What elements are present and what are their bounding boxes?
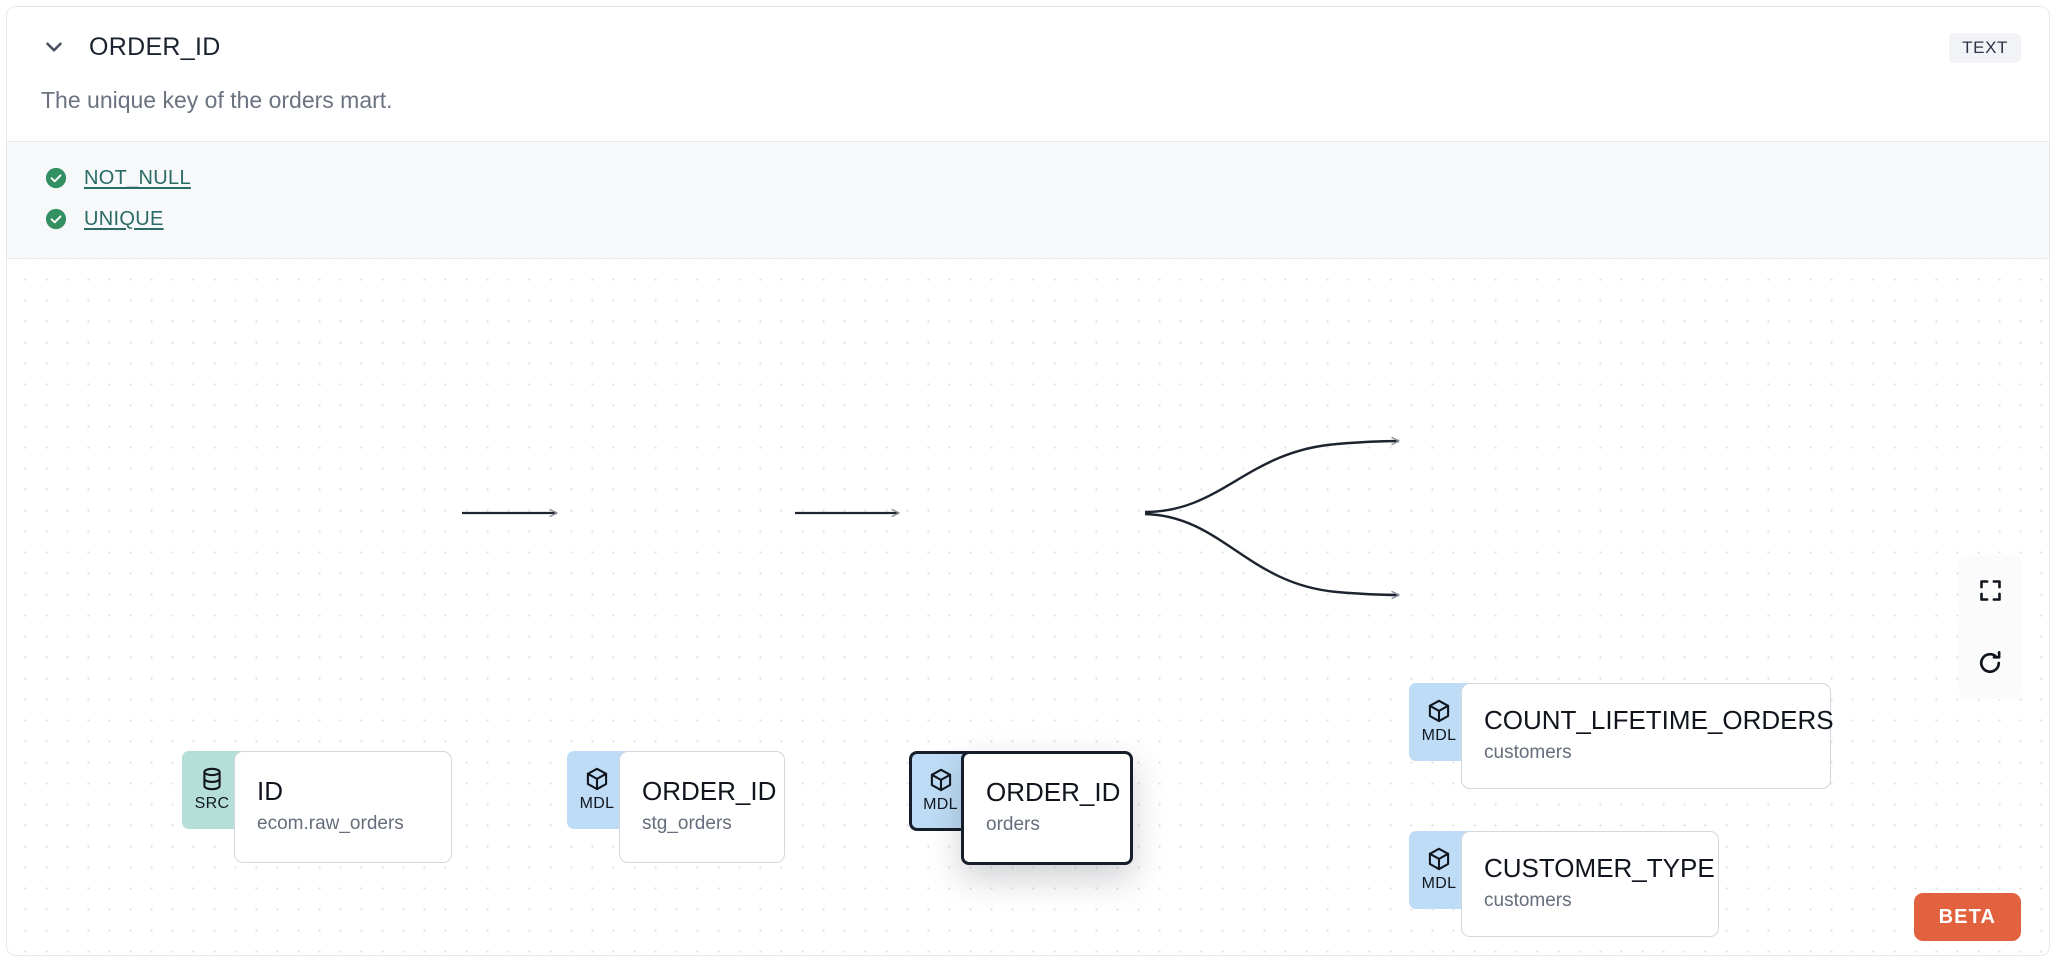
- node-column-name: ORDER_ID: [986, 776, 1121, 807]
- lineage-node-count-lifetime-orders[interactable]: MDL COUNT_LIFETIME_ORDERS customers: [1409, 682, 1834, 789]
- tests-section: NOT_NULL UNIQUE: [7, 140, 2049, 259]
- column-detail-card: ORDER_ID TEXT The unique key of the orde…: [6, 6, 2050, 956]
- node-body: CUSTOMER_TYPE customers: [1461, 830, 1719, 937]
- node-type-badge-mdl: MDL: [567, 750, 627, 829]
- chevron-down-icon[interactable]: [37, 30, 71, 64]
- column-type-badge: TEXT: [1949, 33, 2021, 63]
- fit-view-button[interactable]: [1959, 555, 2021, 627]
- column-description: The unique key of the orders mart.: [41, 87, 393, 113]
- node-source-name: stg_orders: [642, 812, 732, 834]
- node-body: COUNT_LIFETIME_ORDERS customers: [1461, 682, 1834, 789]
- refresh-icon: [1979, 650, 2001, 673]
- node-type-badge-mdl: MDL: [1409, 830, 1469, 909]
- node-source-name: customers: [1484, 889, 1572, 911]
- edge-orders-count: [1144, 436, 1400, 513]
- node-source-name: orders: [986, 813, 1040, 835]
- fullscreen-icon: [1979, 580, 2001, 601]
- node-column-name: ID: [257, 775, 283, 806]
- node-column-name: ORDER_ID: [642, 775, 777, 806]
- cube-icon: [1428, 699, 1450, 723]
- node-type-badge-mdl: MDL: [1409, 682, 1469, 761]
- test-link-unique[interactable]: UNIQUE: [84, 207, 164, 230]
- node-body: ID ecom.raw_orders: [234, 750, 452, 863]
- lineage-node-customer-type[interactable]: MDL CUSTOMER_TYPE customers: [1409, 830, 1719, 937]
- test-row: NOT_NULL: [7, 158, 2049, 199]
- lineage-node-stg-orders[interactable]: MDL ORDER_ID stg_orders: [567, 750, 785, 863]
- node-source-name: customers: [1484, 741, 1572, 763]
- card-header: ORDER_ID TEXT: [7, 7, 2049, 87]
- cube-icon: [1428, 847, 1450, 871]
- node-badge-label: MDL: [1421, 875, 1457, 893]
- node-badge-label: MDL: [1421, 727, 1457, 745]
- test-link-not-null[interactable]: NOT_NULL: [84, 166, 191, 189]
- node-type-badge-mdl: MDL: [909, 750, 969, 831]
- node-badge-label: MDL: [579, 795, 615, 813]
- node-badge-label: SRC: [194, 795, 230, 813]
- node-badge-label: MDL: [923, 796, 958, 814]
- node-body: ORDER_ID orders: [961, 750, 1133, 865]
- node-column-name: COUNT_LIFETIME_ORDERS: [1484, 704, 1834, 735]
- node-body: ORDER_ID stg_orders: [619, 750, 785, 863]
- lineage-node-src-id[interactable]: SRC ID ecom.raw_orders: [182, 750, 452, 863]
- test-row: UNIQUE: [7, 199, 2049, 240]
- lineage-canvas[interactable]: SRC ID ecom.raw_orders MDL: [7, 258, 2049, 955]
- page-title: ORDER_ID: [89, 32, 221, 61]
- node-type-badge-src: SRC: [182, 750, 242, 829]
- edge-orders-ctype: [1144, 512, 1400, 599]
- check-circle-icon: [45, 168, 67, 189]
- database-icon: [203, 767, 221, 791]
- check-circle-icon: [45, 209, 67, 230]
- lineage-node-orders-selected[interactable]: MDL ORDER_ID orders: [909, 750, 1133, 865]
- canvas-controls: [1959, 554, 2021, 699]
- cube-icon: [586, 767, 608, 791]
- cube-icon: [930, 768, 951, 792]
- beta-badge[interactable]: BETA: [1913, 892, 2021, 941]
- reset-button[interactable]: [1959, 627, 2021, 699]
- node-source-name: ecom.raw_orders: [257, 812, 404, 834]
- node-column-name: CUSTOMER_TYPE: [1484, 852, 1715, 883]
